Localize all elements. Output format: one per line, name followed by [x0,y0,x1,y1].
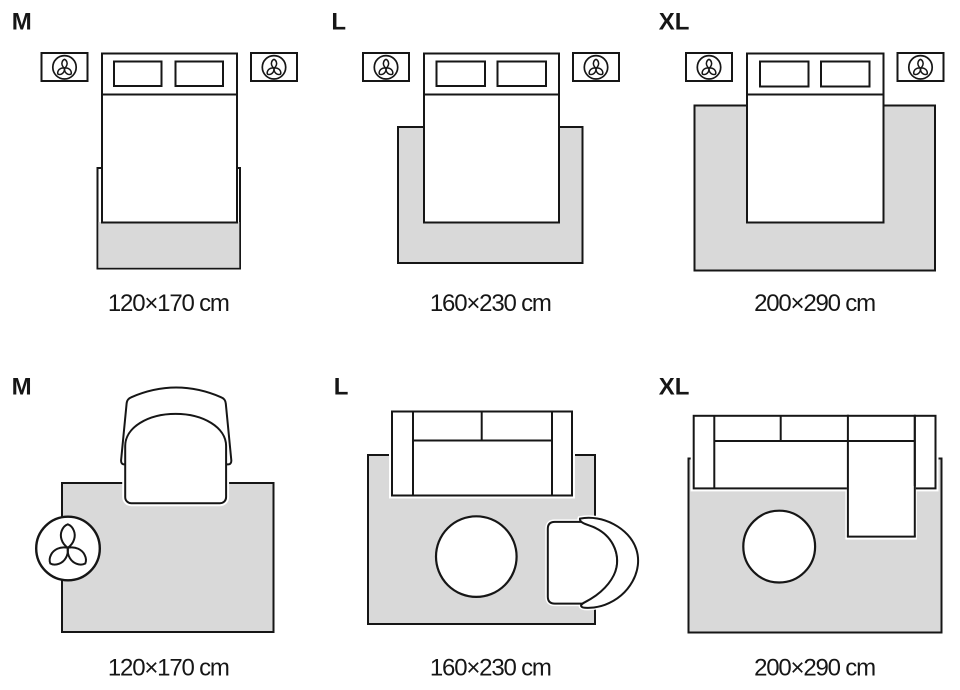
svg-text:200×290 cm: 200×290 cm [754,290,875,317]
svg-text:XL: XL [659,9,690,36]
svg-text:L: L [331,9,346,36]
svg-text:160×230 cm: 160×230 cm [430,655,551,682]
svg-text:160×230 cm: 160×230 cm [430,290,551,317]
svg-text:120×170 cm: 120×170 cm [108,290,229,317]
svg-text:M: M [12,373,32,400]
svg-text:M: M [12,9,32,36]
svg-text:XL: XL [659,373,690,400]
svg-text:120×170 cm: 120×170 cm [108,655,229,682]
svg-text:L: L [334,373,349,400]
svg-text:200×290 cm: 200×290 cm [754,655,875,682]
